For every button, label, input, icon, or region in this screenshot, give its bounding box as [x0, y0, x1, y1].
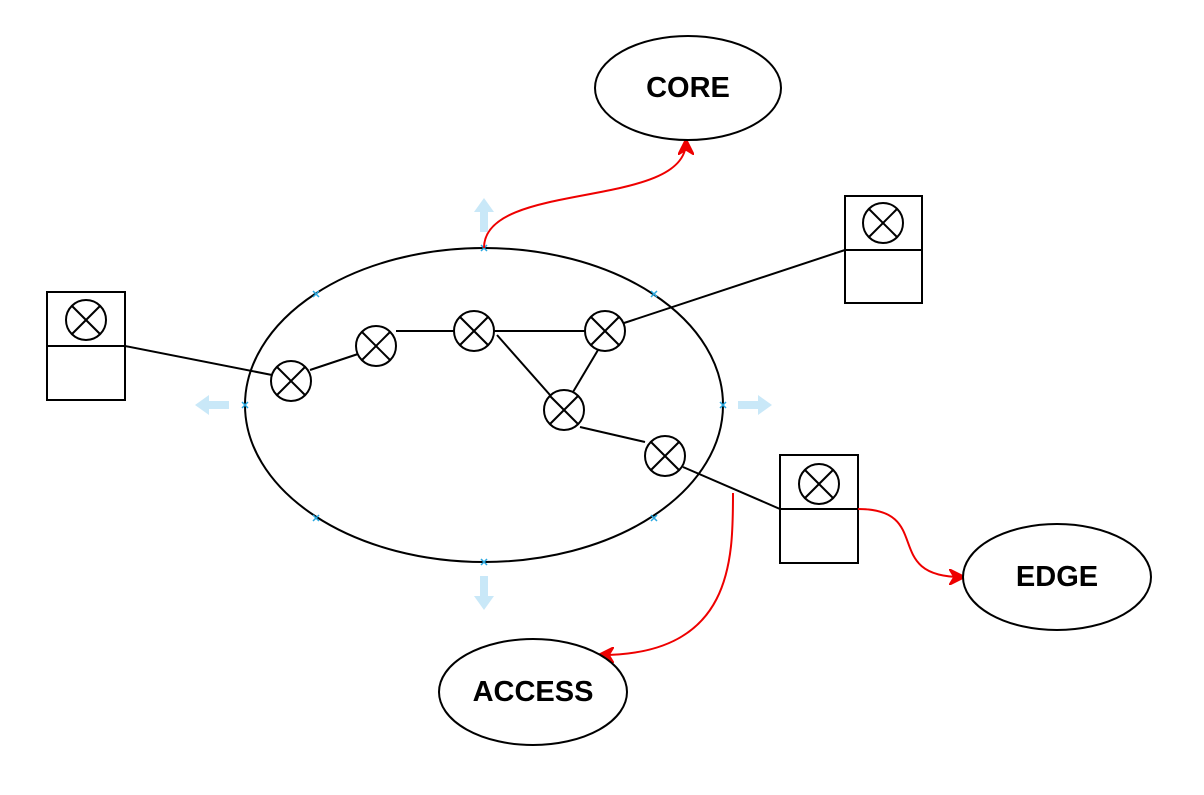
connector-to-edge[interactable] — [857, 508, 962, 577]
edge-node[interactable]: EDGE — [962, 523, 1152, 631]
hint-arrow-left[interactable] — [195, 395, 229, 415]
device-right[interactable] — [844, 195, 923, 304]
link-n4-n5[interactable] — [572, 349, 599, 393]
link-n4-right-device[interactable] — [623, 249, 846, 324]
hint-arrow-up[interactable] — [474, 198, 494, 232]
network-node-icon[interactable] — [355, 325, 397, 367]
link-n1-n2[interactable] — [309, 353, 359, 371]
device-left[interactable] — [46, 291, 126, 401]
hint-arrow-down[interactable] — [474, 576, 494, 610]
connector-to-access[interactable] — [601, 492, 734, 655]
device-bottom[interactable] — [779, 454, 859, 564]
network-node-icon[interactable] — [543, 389, 585, 431]
device-node-icon — [65, 299, 107, 341]
access-label: ACCESS — [473, 676, 594, 708]
network-node-icon[interactable] — [584, 310, 626, 352]
network-node-icon[interactable] — [453, 310, 495, 352]
edge-label: EDGE — [1016, 561, 1098, 593]
network-node-icon[interactable] — [270, 360, 312, 402]
network-node-icon[interactable] — [644, 435, 686, 477]
selection-handles[interactable] — [241, 244, 727, 566]
device-node-icon — [798, 463, 840, 505]
access-node[interactable]: ACCESS — [438, 638, 628, 746]
hint-arrow-right[interactable] — [738, 395, 772, 415]
link-n5-n6[interactable] — [579, 426, 646, 443]
core-label: CORE — [646, 72, 730, 104]
link-n3-n5[interactable] — [496, 334, 551, 396]
core-node[interactable]: CORE — [594, 35, 782, 141]
link-n6-bottom-device[interactable] — [682, 466, 781, 510]
device-node-icon — [862, 202, 904, 244]
link-left-device[interactable] — [124, 345, 273, 376]
connector-to-core[interactable] — [483, 142, 686, 249]
